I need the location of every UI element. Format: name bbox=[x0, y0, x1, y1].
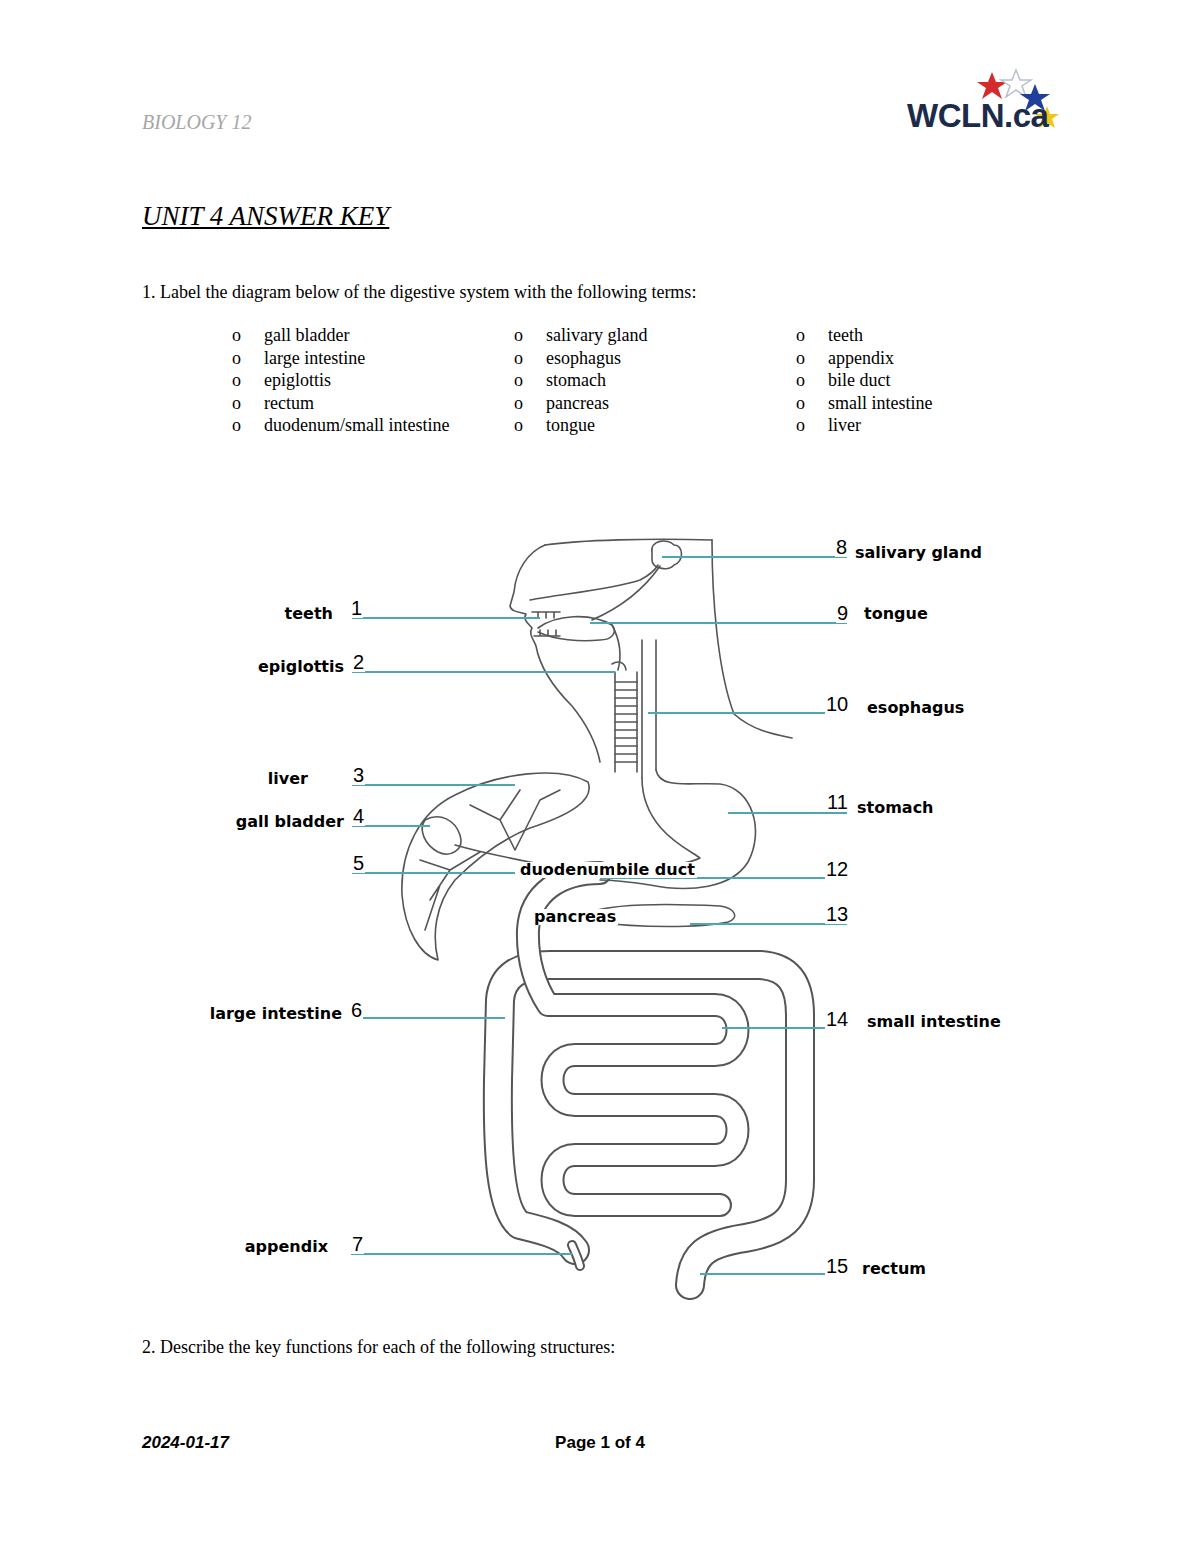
term-item: salivary gland bbox=[546, 326, 647, 344]
list-bullet: o bbox=[232, 326, 241, 344]
callout-number: 5 bbox=[352, 853, 365, 873]
leader-lines bbox=[350, 557, 847, 1274]
term-item: liver bbox=[828, 416, 861, 434]
term-item: stomach bbox=[546, 371, 606, 389]
part-label: appendix bbox=[243, 1239, 330, 1255]
callout-number: 1 bbox=[350, 598, 363, 618]
callout-number: 3 bbox=[352, 765, 365, 785]
term-item: bile duct bbox=[828, 371, 890, 389]
callout-number: 14 bbox=[825, 1009, 849, 1029]
term-item: epiglottis bbox=[264, 371, 331, 389]
list-bullet: o bbox=[514, 349, 523, 367]
part-label: gall bladder bbox=[234, 814, 346, 830]
callout-number: 13 bbox=[825, 904, 849, 924]
callout-number: 2 bbox=[352, 652, 365, 672]
callout-number: 4 bbox=[352, 806, 365, 826]
callout-number: 10 bbox=[825, 694, 849, 714]
term-item: pancreas bbox=[546, 394, 609, 412]
part-label: epiglottis bbox=[256, 659, 346, 675]
part-label: liver bbox=[266, 771, 310, 787]
callout-number: 7 bbox=[351, 1234, 364, 1254]
list-bullet: o bbox=[514, 371, 523, 389]
list-bullet: o bbox=[796, 394, 805, 412]
term-item: appendix bbox=[828, 349, 894, 367]
callout-number: 15 bbox=[825, 1256, 849, 1276]
part-label: small intestine bbox=[865, 1014, 1003, 1030]
page-title: UNIT 4 ANSWER KEY bbox=[142, 203, 389, 230]
callout-number: 8 bbox=[835, 537, 848, 557]
callout-number: 11 bbox=[826, 792, 849, 812]
term-item: rectum bbox=[264, 394, 314, 412]
part-label: stomach bbox=[855, 800, 936, 816]
part-label: teeth bbox=[283, 606, 335, 622]
body-text: 2. Describe the key functions for each o… bbox=[142, 1338, 615, 1356]
list-bullet: o bbox=[514, 394, 523, 412]
logo-text: WCLN.ca bbox=[907, 99, 1048, 132]
page-number: Page 1 of 4 bbox=[555, 1434, 645, 1451]
part-label: duodenum bbox=[518, 862, 618, 878]
list-bullet: o bbox=[796, 349, 805, 367]
callout-number: 9 bbox=[836, 603, 849, 623]
term-item: tongue bbox=[546, 416, 595, 434]
colon-drawing bbox=[498, 873, 800, 1285]
footer-date: 2024-01-17 bbox=[142, 1434, 229, 1451]
part-label: tongue bbox=[862, 606, 930, 622]
list-bullet: o bbox=[232, 394, 241, 412]
term-item: large intestine bbox=[264, 349, 365, 367]
course-header: BIOLOGY 12 bbox=[142, 112, 251, 132]
term-item: duodenum/small intestine bbox=[264, 416, 449, 434]
part-label: rectum bbox=[860, 1261, 928, 1277]
term-item: teeth bbox=[828, 326, 863, 344]
body-text: 1. Label the diagram below of the digest… bbox=[142, 283, 696, 301]
part-label: salivary gland bbox=[853, 545, 984, 561]
list-bullet: o bbox=[796, 416, 805, 434]
term-item: esophagus bbox=[546, 349, 621, 367]
list-bullet: o bbox=[514, 416, 523, 434]
part-label: bile duct bbox=[614, 862, 697, 878]
list-bullet: o bbox=[796, 326, 805, 344]
callout-number: 6 bbox=[350, 1000, 363, 1020]
part-label: pancreas bbox=[532, 909, 618, 925]
list-bullet: o bbox=[796, 371, 805, 389]
term-item: small intestine bbox=[828, 394, 932, 412]
list-bullet: o bbox=[514, 326, 523, 344]
term-item: gall bladder bbox=[264, 326, 349, 344]
list-bullet: o bbox=[232, 349, 241, 367]
list-bullet: o bbox=[232, 371, 241, 389]
organ-outlines bbox=[402, 539, 792, 960]
part-label: esophagus bbox=[865, 700, 966, 716]
callout-number: 12 bbox=[825, 859, 849, 879]
part-label: large intestine bbox=[208, 1006, 344, 1022]
list-bullet: o bbox=[232, 416, 241, 434]
